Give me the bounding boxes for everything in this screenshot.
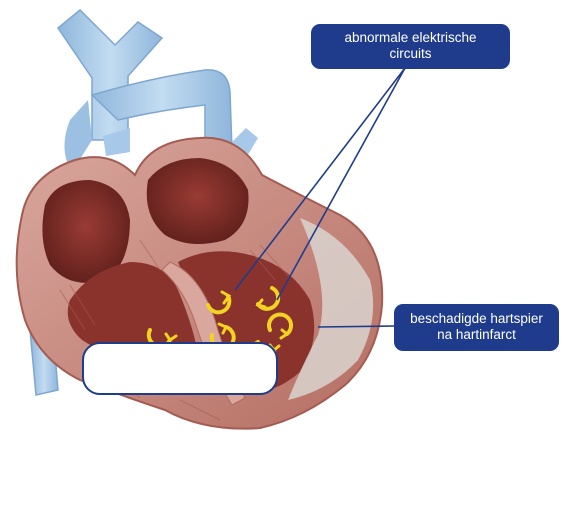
callout-line-1: abnormale elektrische bbox=[319, 30, 502, 46]
callout-damaged-muscle: beschadigde hartspier na hartinfarct bbox=[394, 304, 559, 351]
callout-line-2: circuits bbox=[319, 46, 502, 62]
callout-line-1: beschadigde hartspier bbox=[402, 311, 551, 327]
callout-abnormal-circuits: abnormale elektrische circuits bbox=[311, 24, 510, 69]
ecg-frame bbox=[82, 342, 278, 395]
callout-line-2: na hartinfarct bbox=[402, 327, 551, 343]
